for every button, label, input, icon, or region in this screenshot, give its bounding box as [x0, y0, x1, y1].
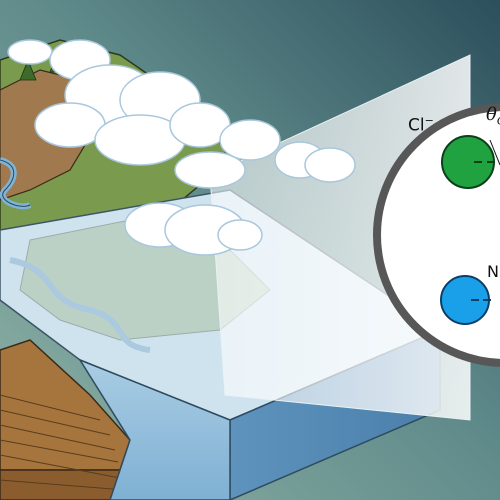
- magnifier-lens: [373, 103, 500, 367]
- soil-block: [0, 339, 131, 500]
- chloride-symbol: Cl: [408, 115, 425, 136]
- chloride-charge: −: [424, 114, 434, 127]
- chloride-ion-icon: [441, 135, 495, 189]
- magnifier-ring: [373, 103, 500, 367]
- theta-subscript: C: [497, 115, 500, 128]
- sodium-label: N: [487, 262, 499, 281]
- theta-label: θC: [486, 104, 500, 128]
- theta-symbol: θ: [486, 104, 497, 125]
- sodium-ion-icon: [440, 275, 490, 325]
- cloud-icon: [7, 39, 356, 256]
- chloride-label: Cl−: [408, 114, 434, 136]
